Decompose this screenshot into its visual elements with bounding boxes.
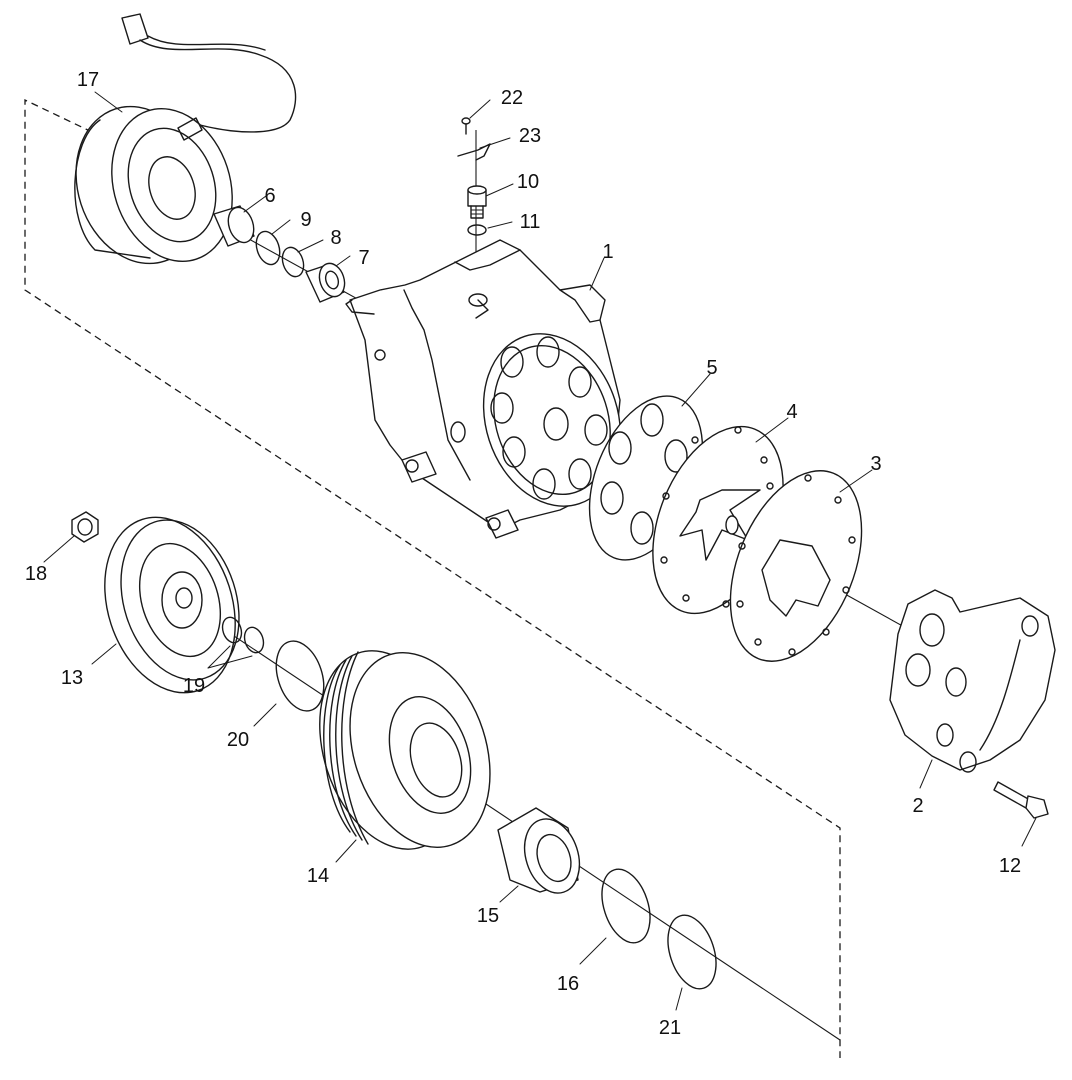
callout-7: 7 <box>358 247 369 269</box>
pulley <box>319 650 491 850</box>
shaft-seal-parts <box>213 205 346 303</box>
axis-lines <box>159 130 1001 1041</box>
callout-10: 10 <box>517 171 539 193</box>
callout-labels: 17 6 9 8 7 22 23 10 11 1 5 4 3 18 13 19 … <box>25 69 1021 1039</box>
leader-lines <box>43 91 1037 1011</box>
assembly-boundary <box>24 98 841 1058</box>
hub-nut <box>71 511 99 543</box>
callout-14: 14 <box>307 865 329 887</box>
callout-20: 20 <box>227 729 249 751</box>
callout-4: 4 <box>786 401 797 423</box>
callout-3: 3 <box>870 453 881 475</box>
callout-8: 8 <box>330 227 341 249</box>
field-coil <box>74 13 297 265</box>
snap-rings-16-21 <box>601 868 717 990</box>
head-gasket <box>729 470 863 662</box>
callout-23: 23 <box>519 125 541 147</box>
snap-ring-20 <box>275 640 325 712</box>
callout-2: 2 <box>912 795 923 817</box>
callout-5: 5 <box>706 357 717 379</box>
compressor-body <box>345 239 622 539</box>
callout-18: 18 <box>25 563 47 585</box>
callout-9: 9 <box>300 209 311 231</box>
callout-12: 12 <box>999 855 1021 877</box>
callout-19: 19 <box>183 675 205 697</box>
callout-21: 21 <box>659 1017 681 1039</box>
callout-1: 1 <box>602 241 613 263</box>
callout-15: 15 <box>477 905 499 927</box>
callout-17: 17 <box>77 69 99 91</box>
callout-16: 16 <box>557 973 579 995</box>
callout-6: 6 <box>264 185 275 207</box>
armature-plate <box>104 516 240 694</box>
callout-11: 11 <box>520 211 541 233</box>
cylinder-head <box>889 589 1056 773</box>
callout-13: 13 <box>61 667 83 689</box>
top-fasteners <box>457 117 491 236</box>
shims <box>221 616 265 654</box>
head-bolt <box>993 781 1049 819</box>
pulley-bearing <box>497 807 581 894</box>
callout-22: 22 <box>501 87 523 109</box>
